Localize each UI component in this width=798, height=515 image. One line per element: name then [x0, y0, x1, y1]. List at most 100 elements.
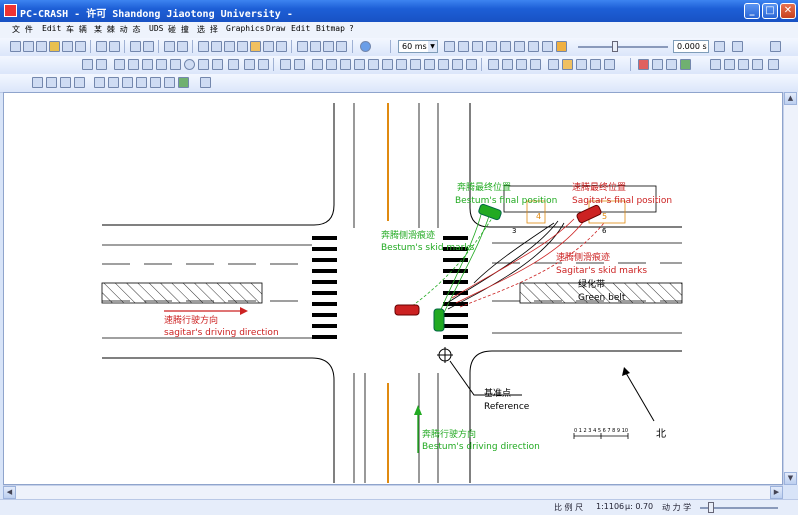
- light-icon[interactable]: [136, 77, 147, 88]
- toolbar-options-icon[interactable]: [770, 41, 781, 52]
- chamfer-icon[interactable]: [452, 59, 463, 70]
- close-button[interactable]: ✕: [780, 3, 796, 19]
- zoom-all-icon[interactable]: [237, 41, 248, 52]
- traffic-light-icon[interactable]: [714, 41, 725, 52]
- menu-vehicle[interactable]: 车 辆: [66, 25, 87, 34]
- break-icon[interactable]: [466, 59, 477, 70]
- zoom-out-icon[interactable]: [211, 41, 222, 52]
- grid-icon[interactable]: [276, 41, 287, 52]
- camera-icon[interactable]: [323, 41, 334, 52]
- new-file-icon[interactable]: [10, 41, 21, 52]
- path-point-icon[interactable]: [752, 59, 763, 70]
- minimize-button[interactable]: _: [744, 3, 760, 19]
- scale-icon[interactable]: [410, 59, 421, 70]
- properties-icon[interactable]: [530, 59, 541, 70]
- line-icon[interactable]: [128, 59, 139, 70]
- skid-mark-icon[interactable]: [666, 59, 677, 70]
- bitmap-icon[interactable]: [263, 41, 274, 52]
- menu-file[interactable]: 文 件: [12, 25, 33, 34]
- point-icon[interactable]: [212, 59, 223, 70]
- play-icon[interactable]: [514, 41, 525, 52]
- snap-end-icon[interactable]: [326, 59, 337, 70]
- menu-kinematics[interactable]: 某 棘 动 态: [94, 25, 141, 34]
- dim-style-icon[interactable]: [516, 59, 527, 70]
- path-options-icon[interactable]: [768, 59, 779, 70]
- green-marker-icon[interactable]: [680, 59, 691, 70]
- move-icon[interactable]: [114, 59, 125, 70]
- image-icon[interactable]: [200, 77, 211, 88]
- pan-hand-icon[interactable]: [250, 41, 261, 52]
- skip-end-icon[interactable]: [732, 41, 743, 52]
- menu-uds[interactable]: UDS: [149, 24, 164, 33]
- print-icon[interactable]: [109, 41, 120, 52]
- circle-icon[interactable]: [184, 59, 195, 70]
- time-slider-thumb[interactable]: [612, 41, 618, 52]
- scroll-left-icon[interactable]: ◀: [3, 486, 16, 499]
- rectangle-icon[interactable]: [198, 59, 209, 70]
- red-arrow-icon[interactable]: [638, 59, 649, 70]
- pen-icon[interactable]: [336, 41, 347, 52]
- undo-icon[interactable]: [164, 41, 175, 52]
- rewind-start-icon[interactable]: [444, 41, 455, 52]
- save-as-icon[interactable]: [75, 41, 86, 52]
- car-database-icon[interactable]: [49, 41, 60, 52]
- run-to-end-icon[interactable]: [556, 41, 567, 52]
- road-icon[interactable]: [32, 77, 43, 88]
- measure-icon[interactable]: [297, 41, 308, 52]
- curve-icon[interactable]: [156, 59, 167, 70]
- menu-help[interactable]: ?: [349, 24, 354, 33]
- menu-bitmap[interactable]: Bitmap: [316, 24, 345, 33]
- step-back-fast-icon[interactable]: [458, 41, 469, 52]
- export-icon[interactable]: [604, 59, 615, 70]
- block-icon[interactable]: [590, 59, 601, 70]
- menu-crash[interactable]: 碰 撞: [168, 25, 189, 34]
- hatch-pattern-icon[interactable]: [108, 77, 119, 88]
- object-icon[interactable]: [60, 77, 71, 88]
- zoom-window-icon[interactable]: [224, 41, 235, 52]
- folder-icon[interactable]: [562, 59, 573, 70]
- vehicle-icon[interactable]: [46, 77, 57, 88]
- play-back-icon[interactable]: [486, 41, 497, 52]
- time-value-field[interactable]: 0.000 s: [673, 40, 709, 53]
- bestum-car[interactable]: [433, 308, 445, 332]
- help-icon[interactable]: [360, 41, 371, 52]
- snap-grid-icon[interactable]: [312, 59, 323, 70]
- stop-icon[interactable]: [500, 41, 511, 52]
- select-point-icon[interactable]: [96, 59, 107, 70]
- open-folder-icon[interactable]: [36, 41, 47, 52]
- accident-sketch[interactable]: 奔腾最终位置 Bestum's final position 速腾最终位置 Sa…: [4, 93, 783, 485]
- stretch-icon[interactable]: [424, 59, 435, 70]
- menu-edit[interactable]: Edit: [42, 24, 62, 33]
- mirror-icon[interactable]: [294, 59, 305, 70]
- trim-icon[interactable]: [354, 59, 365, 70]
- dimension-icon[interactable]: [244, 59, 255, 70]
- snap-mid-icon[interactable]: [340, 59, 351, 70]
- tree-icon[interactable]: [150, 77, 161, 88]
- sign-icon[interactable]: [164, 77, 175, 88]
- library-icon[interactable]: [576, 59, 587, 70]
- print-preview-icon[interactable]: [96, 41, 107, 52]
- fillet-icon[interactable]: [438, 59, 449, 70]
- scroll-down-icon[interactable]: ▼: [784, 472, 797, 485]
- marker-icon[interactable]: [652, 59, 663, 70]
- scroll-up-icon[interactable]: ▲: [784, 92, 797, 105]
- polyline-icon[interactable]: [142, 59, 153, 70]
- sagitar-car[interactable]: [394, 304, 420, 316]
- bitmap-object-icon[interactable]: [74, 77, 85, 88]
- menu-select[interactable]: 选 择: [197, 25, 218, 34]
- step-back-icon[interactable]: [472, 41, 483, 52]
- time-step-select[interactable]: 60 ms ▼: [398, 40, 438, 53]
- select-arrow-icon[interactable]: [82, 59, 93, 70]
- scroll-right-icon[interactable]: ▶: [770, 486, 783, 499]
- open-file-icon[interactable]: [23, 41, 34, 52]
- dynamics-slider-thumb[interactable]: [708, 502, 714, 513]
- path-icon[interactable]: [724, 59, 735, 70]
- zoom-in-icon[interactable]: [198, 41, 209, 52]
- bestum-final-car[interactable]: [478, 203, 502, 221]
- align-icon[interactable]: [310, 41, 321, 52]
- path-arrow-icon[interactable]: [710, 59, 721, 70]
- offset-icon[interactable]: [382, 59, 393, 70]
- paste-icon[interactable]: [143, 41, 154, 52]
- copy-icon[interactable]: [130, 41, 141, 52]
- redo-icon[interactable]: [177, 41, 188, 52]
